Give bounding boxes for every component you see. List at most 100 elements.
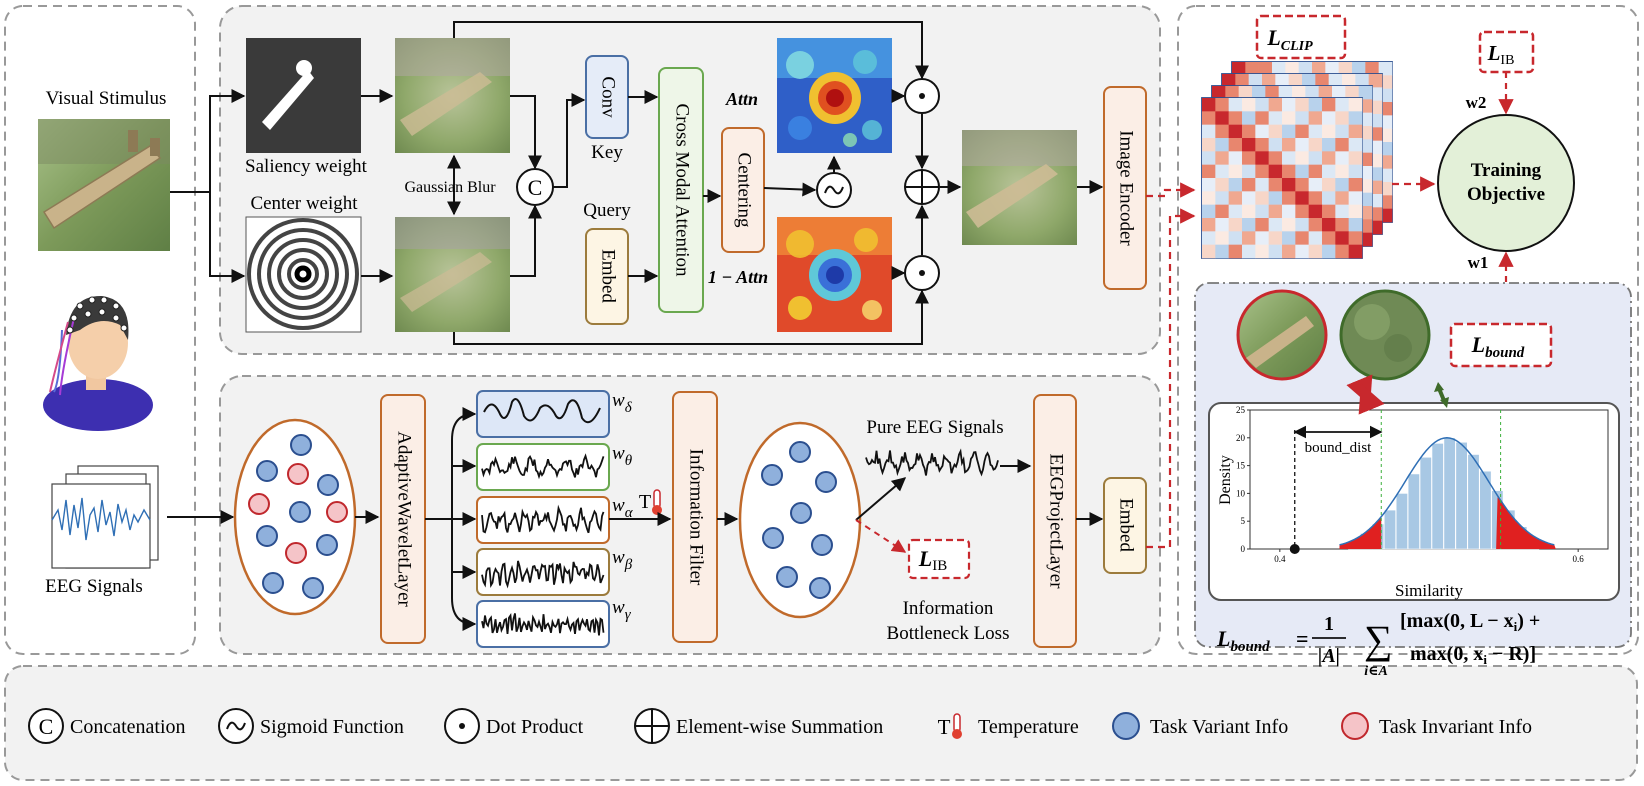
legend-item-variant: Task Variant Info xyxy=(1112,712,1288,740)
attn-heatmap xyxy=(777,38,892,153)
one-minus-attn-label: 1 − Attn xyxy=(708,267,768,287)
stimulus-thumbnail-green xyxy=(1339,289,1431,381)
w1-label: w1 xyxy=(1468,253,1489,272)
clip-loss-box xyxy=(1255,14,1347,60)
concat-icon xyxy=(28,708,64,744)
blurred-image-top xyxy=(395,38,510,153)
bound-loss-symbol: Lbound xyxy=(1471,332,1525,361)
task-variant-point xyxy=(302,577,324,599)
legend-label: Sigmoid Function xyxy=(260,716,404,738)
information-bottleneck-label-1: Information xyxy=(903,598,994,619)
histogram-bar xyxy=(1419,456,1432,550)
information-filter-label: Information Filter xyxy=(686,449,707,586)
visual-input-arrows xyxy=(170,89,246,283)
histogram-bar xyxy=(1455,441,1468,550)
similarity-matrix-stack xyxy=(1201,61,1393,259)
task-variant-point xyxy=(289,501,311,523)
histogram-bar xyxy=(1407,473,1420,550)
task-invariant-point xyxy=(248,493,270,515)
task-variant-point xyxy=(815,471,837,493)
wavelet-weight-2: wα xyxy=(612,495,634,521)
eeg-head-icon xyxy=(38,288,170,431)
legend-item-dot: Dot Product xyxy=(444,708,584,744)
histogram-bar xyxy=(1467,454,1480,550)
legend-label: Dot Product xyxy=(486,716,584,738)
task-variant-point xyxy=(317,474,339,496)
svg-text:T: T xyxy=(639,491,651,513)
formula-sum: ∑ xyxy=(1364,617,1393,662)
training-objective-node xyxy=(1437,114,1575,252)
y-axis-label: Density xyxy=(1217,455,1234,505)
formula-equals: = xyxy=(1296,626,1309,651)
wavelet-band-theta xyxy=(476,443,610,491)
x-tick-label: 0.4 xyxy=(1274,554,1286,564)
wavelet-band-beta xyxy=(476,548,610,596)
task-variant-point xyxy=(761,464,783,486)
stimulus-thumbnail-red xyxy=(1236,289,1328,381)
image-encoder-block xyxy=(1103,86,1147,290)
clip-loss-symbol: LCLIP xyxy=(1266,25,1313,54)
eeg-signals-label: EEG Signals xyxy=(45,576,143,597)
wavelet-weight-4: wγ xyxy=(612,597,632,623)
legend-label: Element-wise Summation xyxy=(676,716,883,738)
legend-item-sigmoid: Sigmoid Function xyxy=(218,708,404,744)
centering-label: Centering xyxy=(734,153,755,228)
y-tick-label: 10 xyxy=(1236,488,1246,498)
y-tick-label: 15 xyxy=(1236,461,1246,471)
y-tick-label: 5 xyxy=(1241,516,1246,526)
inverse-attn-heatmap xyxy=(777,217,892,332)
formula-line1: [max(0, L − xi) + xyxy=(1400,610,1540,634)
bound-loss-box xyxy=(1449,322,1553,368)
eeg-embed-block xyxy=(1103,477,1147,574)
formula-denominator: |A| xyxy=(1318,645,1340,667)
saliency-weight-label: Saliency weight xyxy=(245,156,368,177)
formula-line2: max(0, xi − R)] xyxy=(1410,643,1536,667)
wavelet-band-gamma xyxy=(476,600,610,648)
eeg-embed-label: Embed xyxy=(1116,498,1137,552)
information-filter-block xyxy=(672,391,718,643)
thermometer-icon: T xyxy=(938,715,951,739)
task-variant-point xyxy=(776,566,798,588)
concat-node-symbol: C xyxy=(528,175,543,200)
saliency-weight-map xyxy=(246,38,361,153)
task-invariant-point xyxy=(326,501,348,523)
formula-sum-sub: i∈A xyxy=(1364,664,1388,679)
objective-panel-frame xyxy=(1177,5,1639,655)
task-variant-icon xyxy=(1112,712,1140,740)
wavelet-weight-3: wβ xyxy=(612,547,633,573)
task-variant-point xyxy=(789,441,811,463)
ib-loss-symbol: LIB xyxy=(918,546,947,574)
wavelet-weight-0: wδ xyxy=(612,390,633,416)
wavelet-band-alpha xyxy=(476,496,610,544)
legend-frame xyxy=(4,665,1638,781)
svg-text:C: C xyxy=(39,714,54,739)
histogram-bar xyxy=(1431,443,1444,550)
task-variant-point xyxy=(809,577,831,599)
eeg-project-layer-block xyxy=(1033,394,1077,648)
query-embed-label: Embed xyxy=(598,249,619,303)
cross-modal-attention-label: Cross Modal Attention xyxy=(672,103,693,277)
legend-label: Temperature xyxy=(978,716,1079,738)
upper-tail-region xyxy=(1496,495,1556,549)
pure-eeg-waveform xyxy=(865,448,999,477)
ib-loss-top-symbol: LIB xyxy=(1487,41,1515,68)
task-invariant-icon xyxy=(1341,712,1369,740)
bound-dist-label: bound_dist xyxy=(1305,440,1373,456)
gaussian-blur-label: Gaussian Blur xyxy=(404,179,496,196)
key-label: Key xyxy=(591,142,623,163)
task-variant-point xyxy=(290,434,312,456)
filtered-feature-points xyxy=(761,441,837,599)
center-weight-label: Center weight xyxy=(250,193,358,214)
image-encoder-label: Image Encoder xyxy=(1116,130,1137,246)
sample-point xyxy=(1289,544,1300,554)
task-variant-point xyxy=(262,572,284,594)
centering-block xyxy=(721,127,765,253)
cross-modal-attention-block xyxy=(658,67,704,313)
w2-label: w2 xyxy=(1466,93,1487,112)
formula-lhs: Lbound xyxy=(1216,626,1270,655)
task-invariant-point xyxy=(285,542,307,564)
